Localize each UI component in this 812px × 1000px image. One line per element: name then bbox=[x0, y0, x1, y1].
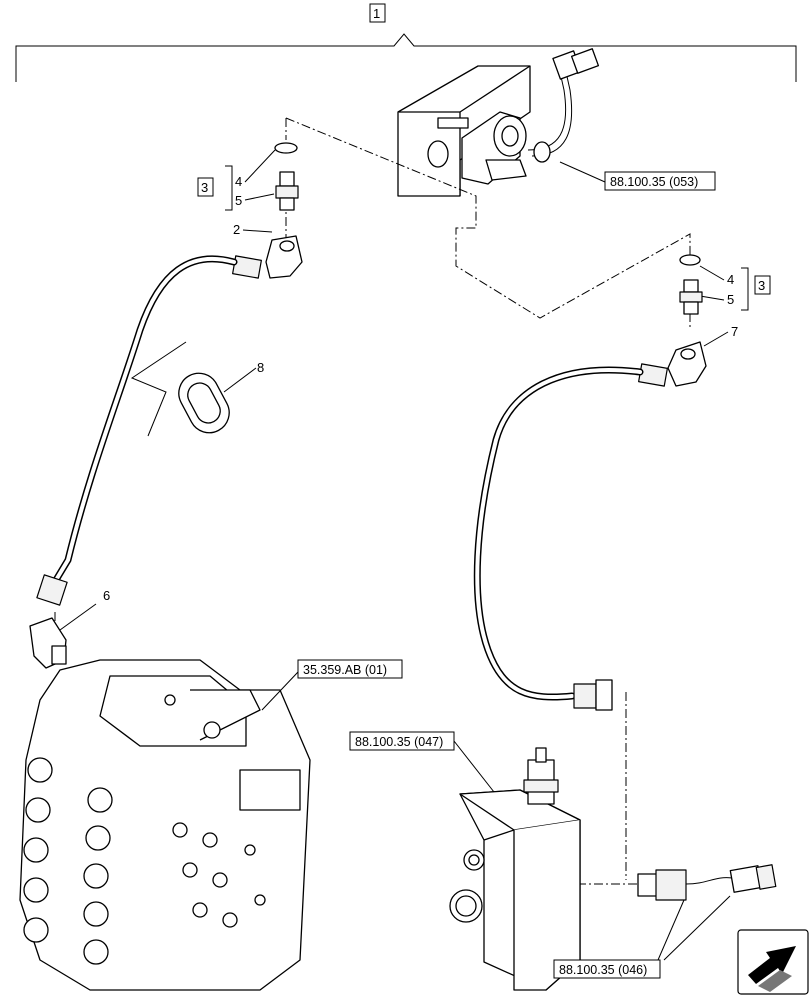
seal-ring: 8 bbox=[178, 360, 264, 434]
direction-arrow-icon[interactable] bbox=[737, 929, 809, 995]
elbow-left: 2 bbox=[232, 222, 303, 279]
ref-solenoid-block[interactable]: 88.100.35 (053) bbox=[559, 161, 716, 191]
svg-text:88.100.35 (046): 88.100.35 (046) bbox=[559, 963, 647, 977]
svg-text:3: 3 bbox=[758, 278, 765, 293]
break-symbol bbox=[130, 341, 187, 437]
fitting-right bbox=[679, 279, 703, 315]
svg-text:88.100.35 (053): 88.100.35 (053) bbox=[610, 175, 698, 189]
svg-text:6: 6 bbox=[103, 588, 110, 603]
elbow-right: 7 bbox=[638, 324, 738, 387]
adapter-group bbox=[637, 864, 777, 901]
assembly-bracket: 1 bbox=[15, 3, 797, 82]
valve-ports bbox=[164, 694, 266, 928]
solenoid-block bbox=[397, 48, 600, 197]
svg-text:4: 4 bbox=[235, 174, 242, 189]
svg-text:5: 5 bbox=[235, 193, 242, 208]
svg-text:2: 2 bbox=[233, 222, 240, 237]
oring-right bbox=[679, 254, 701, 266]
svg-text:35.359.AB (01): 35.359.AB (01) bbox=[303, 663, 387, 677]
control-valve bbox=[19, 659, 311, 991]
hose-right bbox=[473, 366, 644, 711]
svg-text:5: 5 bbox=[727, 292, 734, 307]
svg-text:4: 4 bbox=[727, 272, 734, 287]
svg-text:7: 7 bbox=[731, 324, 738, 339]
oring-left bbox=[274, 142, 298, 154]
kit-left: 3 4 5 bbox=[197, 149, 276, 211]
svg-text:3: 3 bbox=[201, 180, 208, 195]
svg-text:8: 8 bbox=[257, 360, 264, 375]
kit-right: 4 5 3 bbox=[699, 265, 771, 311]
elbow-bottom: 6 bbox=[29, 588, 110, 669]
hose-left bbox=[36, 255, 238, 606]
fitting-left bbox=[275, 171, 299, 211]
valve-spools bbox=[23, 757, 113, 965]
ref-adapter-group[interactable]: 88.100.35 (046) bbox=[553, 895, 731, 979]
callout-1: 1 bbox=[373, 6, 380, 21]
ref-control-valve[interactable]: 35.359.AB (01) bbox=[261, 659, 403, 711]
svg-text:88.100.35 (047): 88.100.35 (047) bbox=[355, 735, 443, 749]
ref-relief-block[interactable]: 88.100.35 (047) bbox=[349, 731, 495, 793]
relief-block bbox=[449, 747, 581, 991]
